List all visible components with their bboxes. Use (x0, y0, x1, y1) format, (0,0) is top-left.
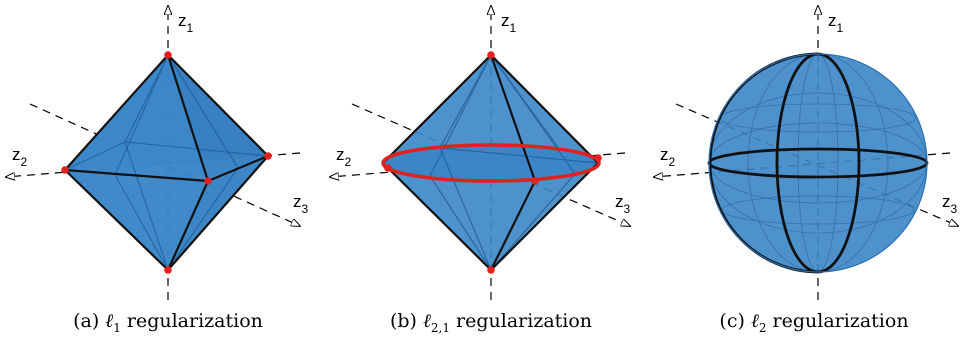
ell-symbol: ℓ (422, 310, 431, 332)
caption-prefix: (a) (73, 310, 106, 332)
caption-b: (b) ℓ2,1 regularization (331, 310, 651, 335)
vertex-bottom (164, 266, 172, 274)
vertex-front (204, 177, 212, 185)
z3-axis-line (29, 103, 300, 226)
caption-a: (a) ℓ1 regularization (8, 310, 328, 335)
double-cone-body (383, 55, 599, 270)
vertex-right (594, 154, 602, 162)
panel-b-l21-double-cone: z1 z2 z3 (330, 6, 631, 300)
ell-symbol: ℓ (750, 310, 759, 332)
ell-symbol: ℓ (105, 310, 114, 332)
z1-axis-label: z1 (828, 11, 844, 35)
z1-axis-label: z1 (178, 11, 194, 35)
vertex-top (164, 51, 172, 59)
vertex-left (384, 164, 392, 172)
ell-subscript: 2,1 (430, 320, 450, 335)
octahedron-vertices (61, 51, 272, 274)
octahedron-edges (64, 54, 269, 271)
z3-axis-line (351, 103, 630, 226)
z2-axis-label: z2 (12, 145, 28, 169)
z3-axis-label: z3 (942, 192, 958, 216)
l21-ring (381, 143, 601, 183)
caption-suffix: regularization (449, 310, 593, 332)
caption-c: (c) ℓ2 regularization (654, 310, 964, 335)
double-cone-edges (382, 54, 599, 271)
caption-suffix: regularization (766, 310, 909, 332)
z2-axis-label: z2 (660, 145, 676, 169)
ell-subscript: 1 (113, 320, 121, 335)
z3-axis-label: z3 (615, 192, 631, 216)
vertex-bottom (487, 266, 495, 274)
caption-prefix: (b) (389, 310, 423, 332)
caption-prefix: (c) (719, 310, 751, 332)
panel-c-l2-sphere: z1 z2 z3 (654, 6, 958, 300)
caption-suffix: regularization (120, 310, 263, 332)
z1-axis-label: z1 (501, 11, 517, 35)
vertex-top (487, 51, 495, 59)
octahedron-body (65, 55, 268, 270)
ell-subscript: 2 (758, 320, 767, 335)
double-cone-vertices (384, 51, 602, 274)
panel-a-l1-octahedron: z1 z2 z3 (6, 6, 309, 300)
vertex-right (264, 152, 272, 160)
z3-axis-label: z3 (293, 192, 309, 216)
vertex-front (531, 177, 539, 185)
sphere-body (709, 54, 927, 272)
z2-axis-label: z2 (336, 145, 352, 169)
vertex-left (61, 166, 69, 174)
